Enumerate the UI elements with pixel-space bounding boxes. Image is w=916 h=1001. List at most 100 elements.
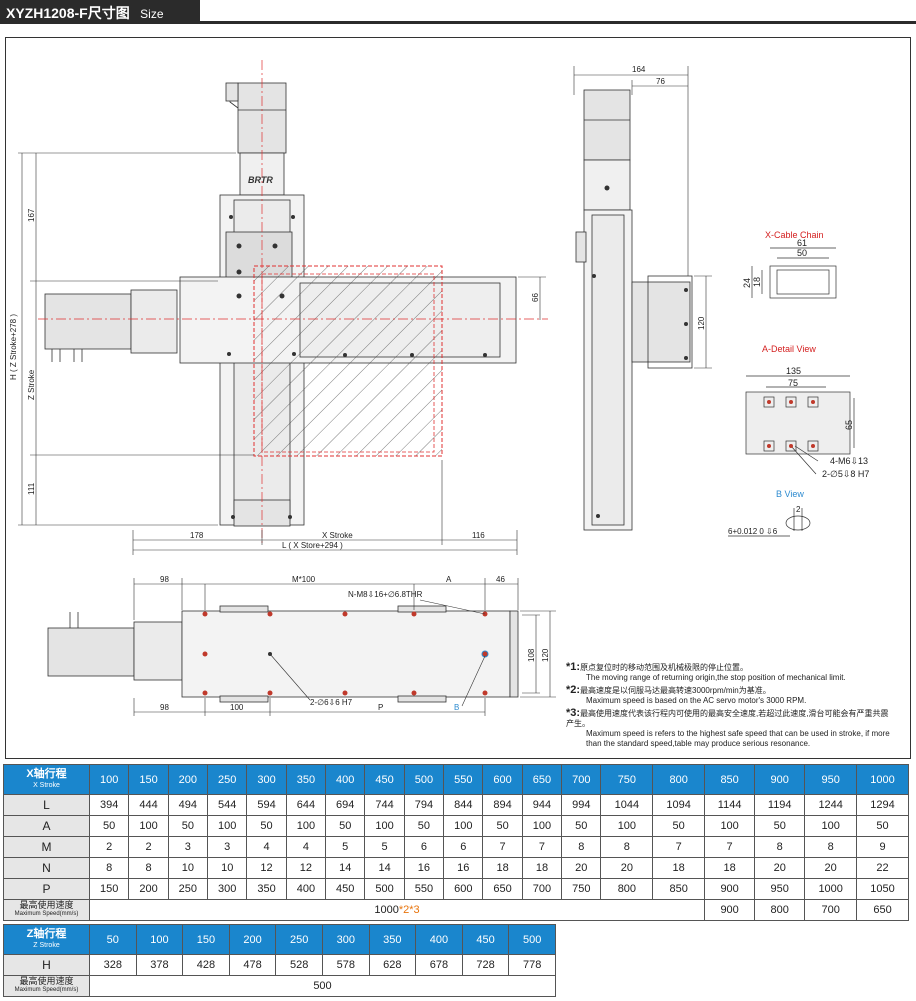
dim-167: 167 [27,208,36,222]
table-cell: 328 [89,954,137,976]
table-cell: 8 [561,836,602,858]
pin-spec: 2-∅6⇩6 H7 [310,698,353,707]
table-cell: 300 [207,878,248,900]
table-cell: 1194 [754,794,806,816]
table-cell: 678 [415,954,463,976]
table-cell: 728 [461,954,510,976]
dim-65: 65 [844,420,854,430]
table-cell: 2 [128,836,169,858]
table-cell: 500 [364,878,405,900]
x-stroke-header: 600 [482,764,523,795]
table-cell: 628 [368,954,417,976]
x-stroke-header: 300 [246,764,287,795]
table-cell: 7 [521,836,563,858]
z_table-speed-label-en: Maximum Speed(mm/s) [14,987,79,993]
brand-logo: BRTR [248,175,273,185]
dim-135: 135 [786,366,801,376]
side-dimensions [573,66,712,369]
x-speed-cell: 700 [804,899,858,921]
row-label: P [3,878,90,900]
table-cell: 18 [704,857,756,879]
table-cell: 20 [600,857,654,879]
title-bar: XYZH1208-F尺寸图 Size [0,0,916,24]
table-cell: 150 [88,878,130,900]
table-cell: 100 [207,815,248,837]
table-cell: 100 [285,815,327,837]
z_table-corner-en: Z Stroke [33,941,60,949]
table-cell: 100 [364,815,405,837]
table-cell: 9 [856,836,909,858]
table-cell: 794 [403,794,445,816]
x-stroke-header: 100 [88,764,130,795]
dim-46: 46 [496,575,505,584]
table-cell: 8 [600,836,654,858]
table-cell: 844 [443,794,484,816]
note-3: *3:最高使用速度代表该行程内可使用的最高安全速度,若超过此速度,滑台可能会有严… [566,707,890,749]
front-dimensions [18,152,546,555]
x_table-speed-label-en: Maximum Speed(mm/s) [14,911,79,917]
table-cell: 50 [88,815,130,837]
x-stroke-header: 350 [285,764,327,795]
note-2: *2:最高速度是以伺服马达最高转速3000rpm/min为基准。 Maximum… [566,684,807,706]
model-title: XYZH1208-F尺寸图 [6,5,130,21]
table-cell: 700 [521,878,563,900]
notes-block: *1:原点复位时的移动范围及机械极限的停止位置。 The moving rang… [566,662,896,751]
table-cell: 650 [482,878,523,900]
dim-50: 50 [797,248,807,258]
table-cell: 1044 [600,794,654,816]
b-view: B View 2 6+0.012 0 ⇩6 [728,489,811,537]
table-cell: 16 [403,857,445,879]
x-stroke-header: 400 [325,764,366,795]
table-cell: 100 [443,815,484,837]
dim-top-98a: 98 [160,575,169,584]
table-cell: 18 [652,857,706,879]
hole-spec-d5: 2-∅5⇩8 H7 [822,469,869,479]
table-cell: 20 [754,857,806,879]
title-rule [200,21,916,24]
x_table-corner-en: X Stroke [33,781,60,789]
table-cell: 494 [167,794,209,816]
dim-top-100: 100 [230,703,244,712]
z-stroke-header: 100 [135,924,184,955]
table-cell: 444 [128,794,169,816]
table-cell: 50 [403,815,445,837]
table-cell: 750 [561,878,602,900]
table-cell: 50 [856,815,909,837]
table-cell: 478 [228,954,277,976]
dim-top-120: 120 [541,648,550,662]
table-cell: 778 [508,954,556,976]
dim-p: P [378,703,383,712]
dim-116: 116 [472,531,485,540]
x-stroke-header: 450 [364,764,405,795]
table-cell: 7 [652,836,706,858]
table-cell: 10 [207,857,248,879]
hole-spec-m6: 4-M6⇩13 [830,456,868,466]
table-cell: 200 [128,878,169,900]
dim-178: 178 [190,531,204,540]
x-stroke-header: 950 [804,764,858,795]
table-cell: 12 [246,857,287,879]
x-speed-cell: 800 [754,899,806,921]
nm8-spec: N-M8⇩16+∅6.8THR [348,590,423,599]
x-stroke-header: 700 [561,764,602,795]
table-cell: 50 [246,815,287,837]
x-stroke-header: 850 [704,764,756,795]
table-cell: 4 [246,836,287,858]
table-cell: 544 [207,794,248,816]
dim-a: A [446,575,452,584]
table-cell: 8 [88,857,130,879]
x-stroke-header: 150 [128,764,169,795]
cable-chain-view: X-Cable Chain 61 50 24 18 [742,230,837,299]
table-cell: 100 [804,815,858,837]
x-stroke-header: 500 [403,764,445,795]
x-stroke-header: 250 [207,764,248,795]
note-1: *1:原点复位时的移动范围及机械极限的停止位置。 The moving rang… [566,661,846,683]
cable-chain-title: X-Cable Chain [765,230,824,240]
z-stroke-header: 50 [89,924,137,955]
table-cell: 8 [128,857,169,879]
a-detail-view: A-Detail View 135 75 65 4-M6⇩13 2-∅5⇩8 H… [745,344,869,479]
b-marker: B [454,703,459,712]
